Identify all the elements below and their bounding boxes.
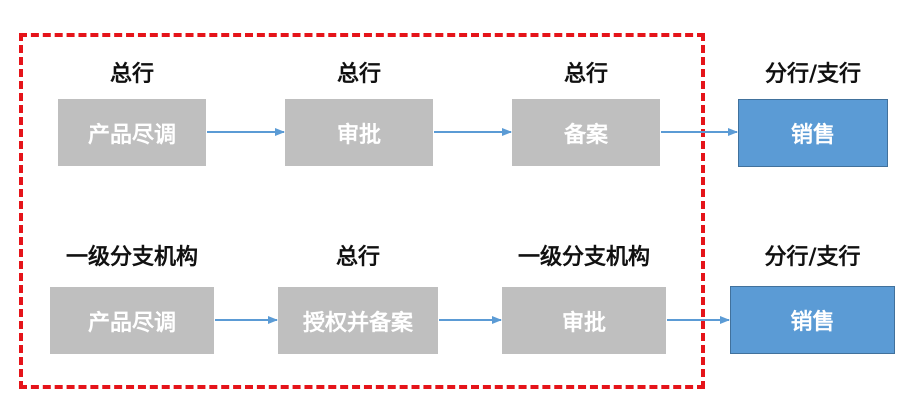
headquarters-scope-frame (19, 33, 705, 389)
row2-step1-label: 一级分支机构 (65, 245, 198, 270)
row1-step3-label: 总行 (563, 62, 608, 87)
row1-final-label: 分行/支行 (764, 62, 862, 87)
row1-step1-box[interactable]: 产品尽调 (58, 99, 206, 166)
row2-step3-box[interactable]: 审批 (502, 287, 666, 354)
row1-step1-label: 总行 (109, 62, 154, 87)
row2-step1-box[interactable]: 产品尽调 (50, 287, 214, 354)
row1-step2-label: 总行 (336, 62, 381, 87)
row2-step3-label: 一级分支机构 (517, 245, 650, 270)
row2-step2-box[interactable]: 授权并备案 (278, 287, 438, 354)
row2-final-label: 分行/支行 (764, 245, 861, 270)
row1-final-box[interactable]: 销售 (738, 99, 888, 167)
row1-step3-box[interactable]: 备案 (512, 99, 660, 166)
row2-step2-label: 总行 (335, 245, 380, 270)
row2-final-box[interactable]: 销售 (730, 286, 895, 354)
row1-step2-box[interactable]: 审批 (285, 99, 433, 166)
